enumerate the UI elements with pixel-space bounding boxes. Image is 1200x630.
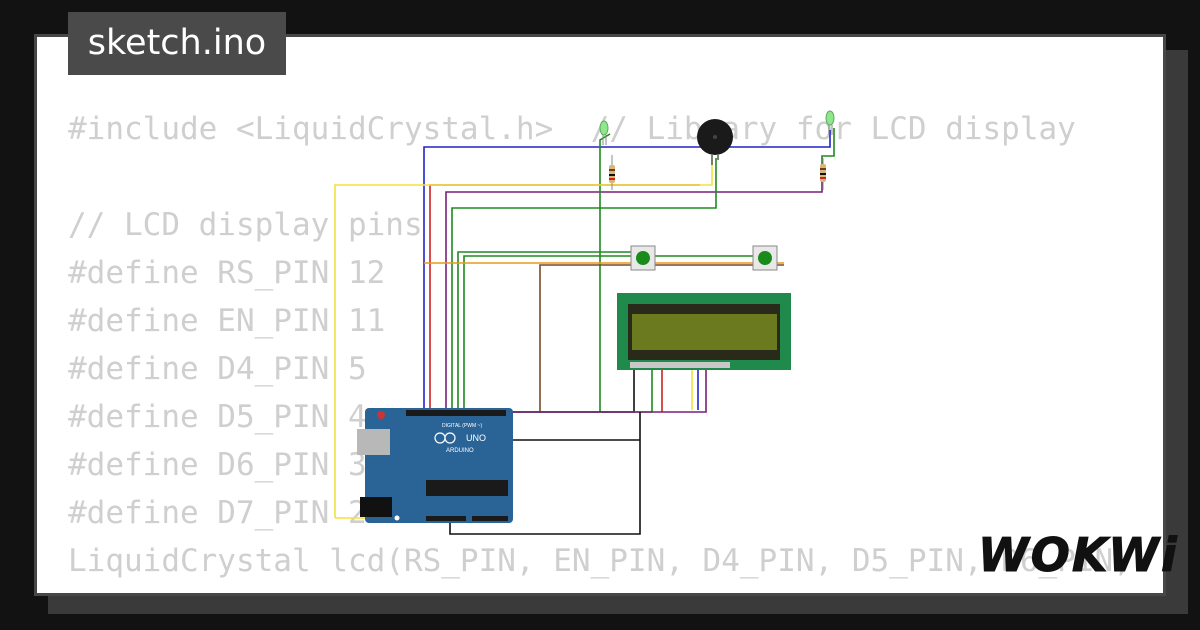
code-line-4: #define RS_PIN 12 [68,255,386,291]
arduino-model-label: UNO [466,433,486,443]
code-editor[interactable]: #include <LiquidCrystal.h> // Library fo… [68,105,1132,585]
wire-brown [539,264,784,412]
led-right [825,110,835,135]
code-line-8: #define D6_PIN 3 [68,447,367,483]
arduino-header-label: DIGITAL (PWM ~) [442,423,482,429]
wire-blue [423,130,831,412]
code-line-6: #define D4_PIN 5 [68,351,367,387]
pushbutton-left [630,245,656,271]
arduino-uno: UNO ARDUINO DIGITAL (PWM ~) [357,408,513,523]
lcd-display [617,293,791,370]
pushbutton-right [752,245,778,271]
wire-purple [445,180,823,412]
wire-yellow [334,160,713,518]
wokwi-logo: WOKWi [978,528,1179,583]
code-line-3: // LCD display pins [68,207,423,243]
resistor-right [820,158,826,190]
wire-lcd-green [508,366,653,413]
wires [334,128,835,535]
wire-green-1 [451,158,717,412]
wire-green-led2 [821,128,835,170]
file-tab[interactable]: sketch.ino [68,12,286,75]
wire-green-3 [463,255,770,412]
wire-lcd-black [508,366,635,413]
buzzer [697,119,733,165]
code-line-10: LiquidCrystal lcd(RS_PIN, EN_PIN, D4_PIN… [68,543,1132,579]
wire-ground-black [449,412,641,535]
wire-green-led [599,133,611,412]
wire-lcd-purple [508,366,707,413]
wire-green-2 [457,251,640,412]
resistor-left [609,155,615,190]
code-line-7: #define D5_PIN 4 [68,399,367,435]
arduino-brand-label: ARDUINO [446,448,474,454]
code-line-5: #define EN_PIN 11 [68,303,386,339]
code-line-1: #include <LiquidCrystal.h> // Library fo… [68,111,1076,147]
code-line-9: #define D7_PIN 2 [68,495,367,531]
led-left [599,120,609,145]
